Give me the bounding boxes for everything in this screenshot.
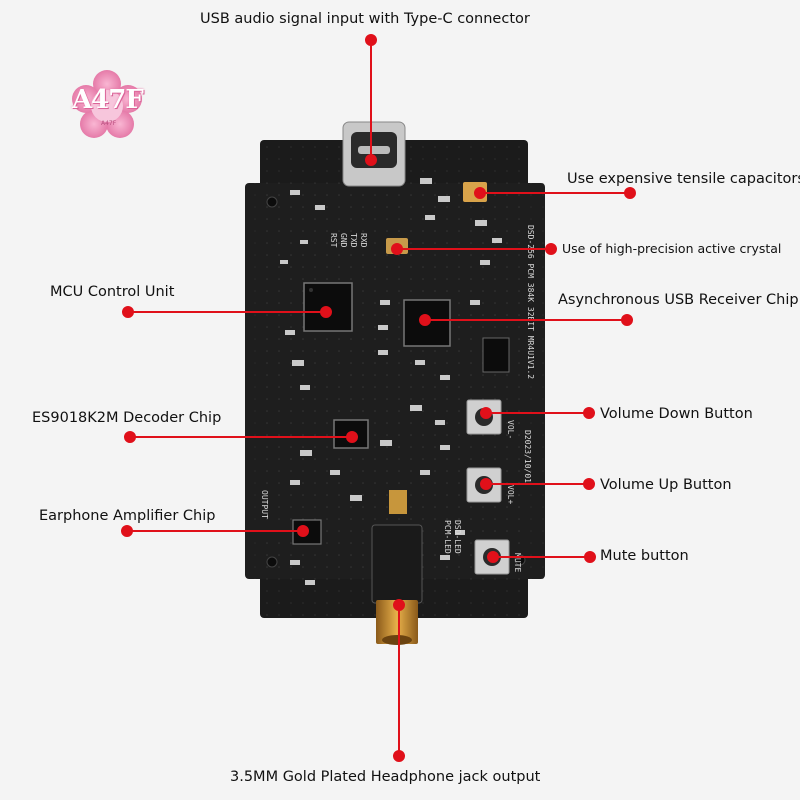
silk-output: OUTPUT [260,490,269,519]
silk-right-edge: DSD-256 PCM 384K 32BIT MR4U1V1.2 [526,225,535,379]
label-jack: 3.5MM Gold Plated Headphone jack output [230,769,541,785]
mcu-chip [303,282,353,332]
silk-pin-txd: TXD [349,233,358,248]
usb-c-connector [342,121,406,187]
silk-vol-plus: VOL+ [506,485,515,504]
silk-pin-gnd: GND [339,233,348,248]
label-mcu: MCU Control Unit [50,284,175,300]
label-capacitors: Use expensive tensile capacitors [567,171,800,187]
silk-dsd-led: DSD-LED [453,520,462,554]
silk-date: D2023/10/01 [523,430,532,483]
label-usb-receiver: Asynchronous USB Receiver Chip [558,292,799,308]
label-usb-input: USB audio signal input with Type-C conne… [200,11,530,27]
regulator-chip [482,337,510,373]
silk-pcm-led: PCM-LED [443,520,452,554]
brand-logo-text: A47F [72,85,144,115]
headphone-jack [371,524,423,645]
decoder-chip [333,419,369,449]
label-mute: Mute button [600,548,689,564]
label-volume-down: Volume Down Button [600,406,753,422]
brand-logo-subtext: A47F [101,120,117,127]
label-decoder: ES9018K2M Decoder Chip [32,410,222,426]
silk-mute: MUTE [513,553,522,572]
silk-pin-rst: RST [329,233,338,248]
callout-lines [121,34,636,762]
label-amp: Earphone Amplifier Chip [39,508,216,524]
smd-components [280,178,502,585]
tantalum-capacitor [389,490,407,514]
brand-logo [72,70,142,138]
silk-vol-minus: VOL- [506,420,515,439]
label-volume-up: Volume Up Button [600,477,732,493]
silk-pin-rxd: RXD [359,233,368,248]
label-crystal: Use of high-precision active crystal [562,241,782,256]
